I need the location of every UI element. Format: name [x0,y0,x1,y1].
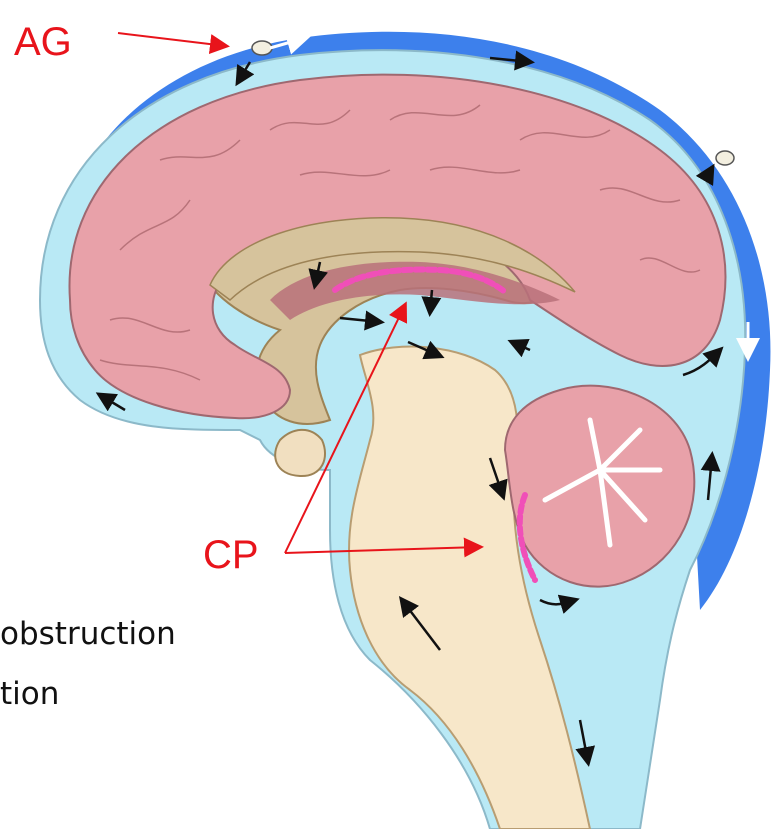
pituitary [275,430,325,476]
slide-text-fragment-2: tion [0,676,59,712]
label-ag: AG [14,20,72,64]
label-cp: CP [203,533,259,577]
slide-text-fragment-1: obstruction [0,616,176,652]
